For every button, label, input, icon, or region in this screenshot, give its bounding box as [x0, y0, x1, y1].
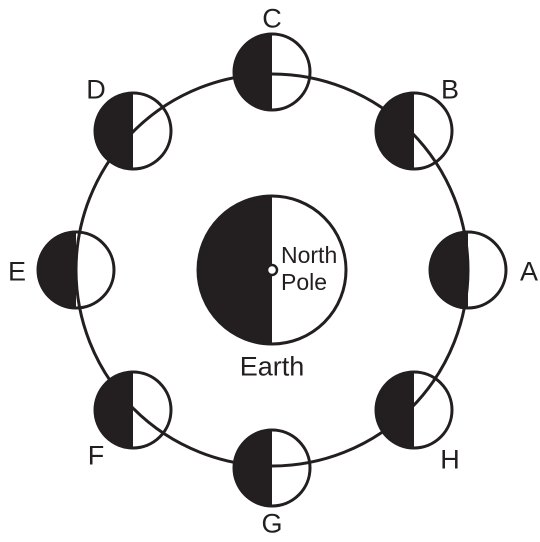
- moon-h: [374, 370, 454, 450]
- moon-f: [93, 370, 173, 450]
- moon-b: [374, 91, 454, 171]
- label-d: D: [86, 74, 106, 105]
- label-e: E: [7, 256, 27, 287]
- moon-c: [232, 32, 312, 112]
- label-f: F: [87, 440, 105, 471]
- earth-outline: [196, 194, 348, 346]
- moon-e: [36, 230, 116, 310]
- north-pole-label-line2: Pole: [281, 269, 328, 295]
- label-h: H: [440, 444, 460, 475]
- moon-g: [232, 428, 312, 508]
- label-a: A: [519, 256, 539, 287]
- label-c: C: [262, 3, 282, 34]
- earth-label: Earth: [239, 351, 305, 382]
- north-pole-marker: [265, 263, 279, 277]
- moon-d: [93, 91, 173, 171]
- moon-a: [428, 230, 508, 310]
- label-b: B: [440, 74, 460, 105]
- north-pole-label-line1: North: [281, 242, 338, 268]
- earth-dark-half: [198, 196, 272, 344]
- earth: [196, 194, 348, 346]
- label-g: G: [261, 508, 283, 539]
